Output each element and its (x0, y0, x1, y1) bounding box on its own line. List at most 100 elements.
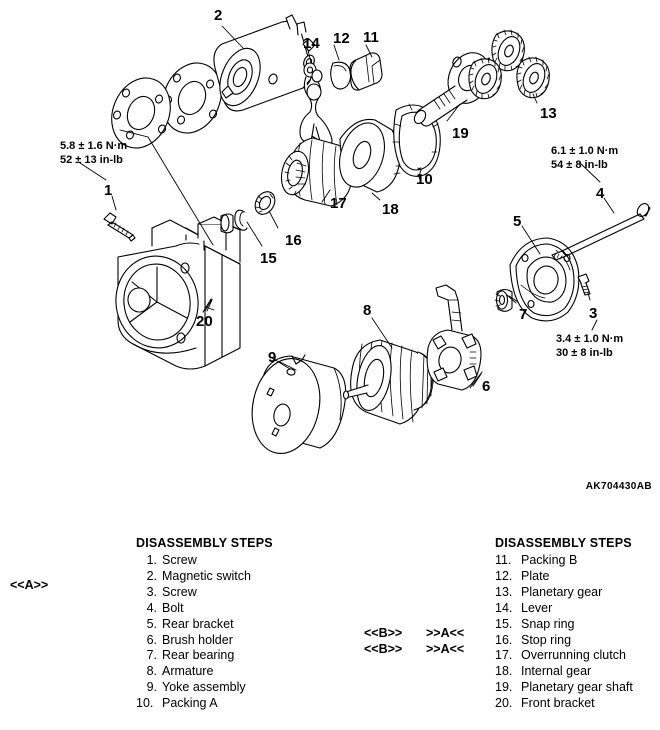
mark-a-label: >>A<< (426, 626, 465, 640)
legend-item-label: Magnetic switch (162, 568, 251, 583)
callout-15: 15 (260, 250, 277, 267)
legend-item-number: 15. (495, 616, 513, 631)
legend-item-label: Planetary gear (521, 584, 603, 599)
callout-12: 12 (333, 30, 350, 47)
legend-item-number: 10. (136, 696, 154, 711)
torque-spec-screw: 5.8 ± 1.6 N·m 52 ± 13 in-lb (60, 140, 127, 168)
legend-item-label: Internal gear (521, 664, 592, 679)
legend-item-number: 4. (146, 600, 157, 615)
legend-item-label: Snap ring (521, 616, 575, 631)
legend-item-label: Brush holder (162, 632, 233, 647)
mark-b-a-annotation-stop-ring: <<B>>>>A<< (364, 642, 464, 658)
part-bolt (551, 203, 651, 261)
part-plate (330, 61, 352, 90)
callout-2: 2 (214, 7, 223, 24)
callout-20: 20 (196, 313, 213, 330)
part-front-bracket (115, 216, 241, 370)
mark-a-annotation: <<A>> (10, 578, 49, 592)
legend-item-label: Rear bracket (162, 616, 234, 631)
part-brush-holder (426, 284, 482, 391)
part-packing-b (349, 52, 383, 91)
list-item: 3. Screw (136, 585, 273, 601)
legend-list-left: 1. Screw 2.Magnetic switch 3. Screw 4.Bolt… (136, 553, 273, 712)
starter-motor-exploded-view (79, 14, 651, 454)
list-item: 17. Overrunning clutch (495, 648, 633, 664)
legend-item-label: Plate (521, 568, 550, 583)
legend-item-label: Lever (521, 600, 553, 615)
callout-18: 18 (382, 201, 399, 218)
callout-19: 19 (452, 125, 469, 142)
callout-3: 3 (589, 305, 598, 322)
part-lever (299, 62, 333, 148)
legend-item-label: Front bracket (521, 696, 595, 711)
torque-metric: 6.1 ± 1.0 N·m (551, 145, 619, 157)
legend-item-number: 13. (495, 584, 513, 599)
mark-b-label: <<B>> (364, 642, 403, 656)
list-item: 20. Front bracket (495, 696, 633, 712)
list-item: 1. Screw (136, 553, 273, 569)
part-armature (342, 339, 434, 425)
torque-imperial: 30 ± 8 in-lb (556, 346, 613, 359)
list-item: 18.Internal gear (495, 664, 633, 680)
drawing-reference-id: AK704430AB (585, 481, 652, 492)
mark-b-a-annotation-snap-ring: <<B>>>>A<< (364, 626, 464, 642)
legend-list-right: 11. Packing B 12. Plate 13. Planetary gear … (495, 553, 633, 712)
torque-imperial: 54 ± 8 in-lb (551, 158, 608, 171)
part-overrunning-clutch (280, 137, 353, 207)
list-item: 11. Packing B (495, 553, 633, 569)
callout-8: 8 (363, 302, 372, 319)
legend-item-label: Planetary gear shaft (521, 680, 633, 695)
legend-item-number: 11. (495, 553, 512, 567)
legend-item-number: 19. (495, 680, 513, 695)
list-item: 13. Planetary gear (495, 585, 633, 601)
callout-1: 1 (104, 182, 113, 199)
legend-item-number: 6. (146, 632, 157, 647)
list-item: 4.Bolt (136, 601, 273, 617)
legend-item-label: Armature (162, 664, 214, 679)
part-yoke-assembly (251, 354, 347, 454)
part-flange-plate-outer (162, 62, 222, 134)
callout-6: 6 (482, 378, 491, 395)
list-item: 5. Rear bracket (136, 617, 273, 633)
list-item: 2.Magnetic switch (136, 569, 273, 585)
legend-item-label: Packing A (162, 696, 218, 711)
legend-item-label: Rear bearing (162, 648, 235, 663)
list-item: 9. Yoke assembly (136, 680, 273, 696)
list-item: 15. Snap ring (495, 617, 633, 633)
legend-item-number: 12. (495, 568, 513, 583)
torque-metric: 5.8 ± 1.6 N·m (60, 140, 128, 152)
legend-item-number: 1. (146, 553, 157, 567)
legend-item-label: Screw (162, 584, 197, 599)
list-item: 10. Packing A (136, 696, 273, 712)
part-stop-ring (254, 191, 276, 215)
part-rear-bearing (494, 288, 513, 312)
part-flange-plate-inner (111, 77, 171, 149)
legend-item-label: Screw (162, 553, 197, 567)
list-item: 16.Stop ring (495, 633, 633, 649)
legend-item-label: Packing B (521, 553, 578, 567)
legend-item-number: 17. (495, 648, 513, 663)
legend-item-number: 3. (146, 584, 157, 599)
legend-item-number: 20. (495, 696, 513, 711)
callout-10: 10 (416, 171, 433, 188)
torque-spec-bolt: 6.1 ± 1.0 N·m 54 ± 8 in-lb (551, 145, 618, 173)
callout-14: 14 (303, 35, 320, 52)
part-screw-3 (577, 273, 591, 296)
legend-item-label: Overrunning clutch (521, 648, 626, 663)
part-planetary-gear-1 (491, 29, 525, 72)
part-planetary-gear-2 (468, 57, 502, 100)
list-item: 8.Armature (136, 664, 273, 680)
list-item: 19. Planetary gear shaft (495, 680, 633, 696)
legend-item-label: Yoke assembly (162, 680, 246, 695)
legend-item-number: 16. (495, 632, 513, 647)
part-magnetic-switch (213, 14, 316, 112)
legend-item-number: 14. (495, 600, 513, 615)
legend-item-number: 7. (146, 648, 157, 663)
legend-heading-right: DISASSEMBLY STEPS (495, 536, 632, 550)
legend-item-number: 5. (146, 616, 157, 631)
list-item: 6. Brush holder (136, 633, 273, 649)
part-bushing (220, 213, 234, 234)
legend-item-number: 9. (146, 680, 157, 695)
part-rear-bracket (509, 237, 580, 322)
list-item: 14. Lever (495, 601, 633, 617)
